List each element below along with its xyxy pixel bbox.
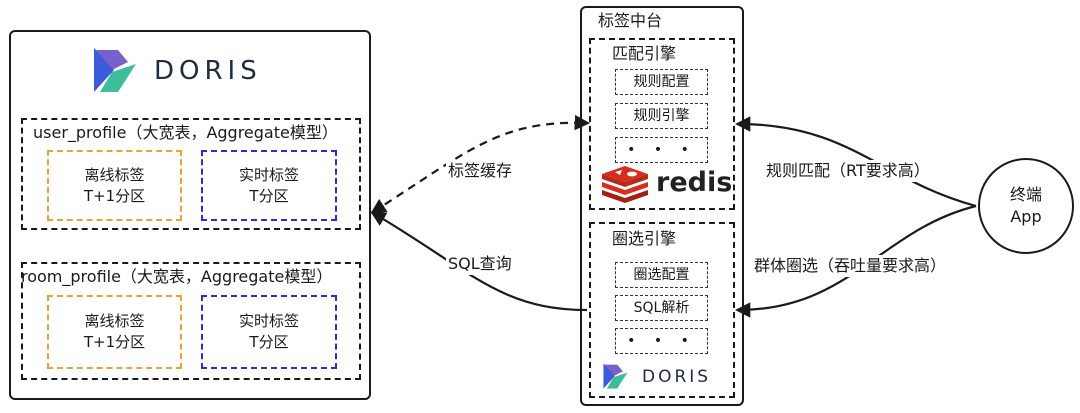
- more-items: • • •: [615, 328, 708, 354]
- rule-match-edge: [734, 116, 977, 208]
- realtime-tag-label: 实时标签: [238, 312, 299, 330]
- tag-cache-edge: [370, 114, 591, 214]
- circle-config-item: 圈选配置: [615, 262, 708, 288]
- room-profile-table: [21, 262, 361, 380]
- realtime-partition-label: T分区: [249, 186, 289, 205]
- offline-tag-label: 离线标签: [84, 312, 145, 330]
- user-profile-table: [21, 118, 361, 230]
- group-select-label: 群体圈选（吞吐量要求高）: [752, 255, 949, 277]
- sql-query-edge: [370, 211, 588, 312]
- terminal-app-node: 终端 App: [978, 158, 1074, 254]
- doris-logo-text: DORIS: [642, 367, 712, 387]
- rule-engine-item: 规则引擎: [615, 103, 708, 129]
- doris-logo: DORIS: [88, 42, 288, 98]
- realtime-partition-label: T分区: [249, 333, 289, 351]
- doris-logo-text: DORIS: [154, 56, 262, 86]
- more-items: • • •: [615, 137, 708, 163]
- match-engine-title: 匹配引擎: [611, 44, 676, 63]
- redis-logo-icon: [602, 166, 648, 203]
- circle-engine-box: [589, 222, 735, 398]
- rule-match-label: 规则匹配（RT要求高）: [764, 160, 932, 182]
- doris-logo-icon: [603, 363, 628, 389]
- room-realtime-tag-box: 实时标签 T分区: [201, 295, 337, 369]
- sql-query-label: SQL查询: [446, 253, 514, 275]
- sql-parse-item: SQL解析: [615, 295, 708, 321]
- user-profile-title: user_profile（大宽表，Aggregate模型）: [33, 123, 338, 142]
- app-label: App: [1010, 207, 1042, 226]
- offline-tag-label: 离线标签: [84, 165, 145, 184]
- terminal-label: 终端: [1009, 185, 1042, 204]
- offline-partition-label: T+1分区: [83, 186, 146, 205]
- doris-logo-icon: [94, 48, 136, 92]
- rule-config-item: 规则配置: [615, 69, 708, 95]
- realtime-tag-label: 实时标签: [238, 165, 299, 184]
- redis-logo-text: redis: [656, 167, 733, 198]
- user-realtime-tag-box: 实时标签 T分区: [201, 150, 337, 221]
- tag-platform-title: 标签中台: [597, 11, 662, 30]
- room-offline-tag-box: 离线标签 T+1分区: [47, 295, 182, 369]
- doris-small-logo: DORIS: [600, 360, 730, 394]
- circle-engine-title: 圈选引擎: [611, 229, 676, 248]
- offline-partition-label: T+1分区: [83, 333, 146, 351]
- tag-cache-label: 标签缓存: [446, 160, 515, 182]
- room-profile-title: room_profile（大宽表，Aggregate模型）: [21, 267, 333, 286]
- redis-logo: redis: [598, 164, 732, 204]
- doris-panel: [9, 30, 371, 400]
- user-offline-tag-box: 离线标签 T+1分区: [47, 150, 182, 221]
